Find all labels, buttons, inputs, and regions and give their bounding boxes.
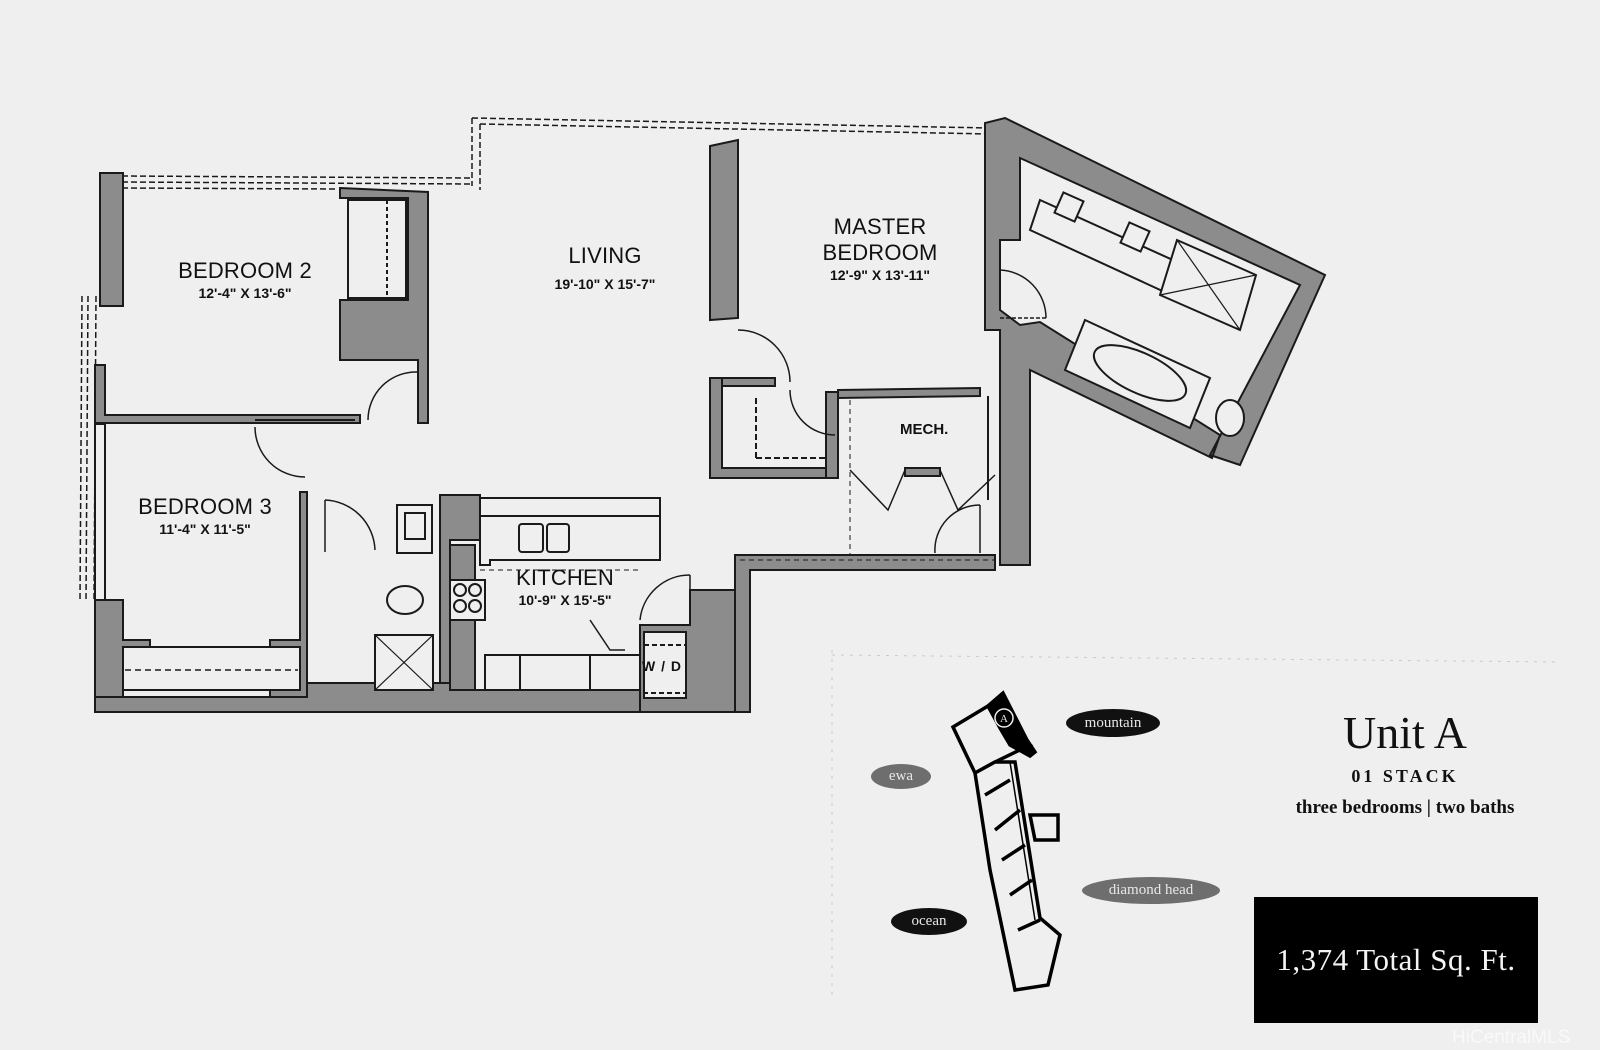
wall <box>734 554 996 713</box>
window-glazing <box>79 117 991 601</box>
wd-closet <box>643 631 687 699</box>
key-plan-building <box>950 690 1062 992</box>
wall <box>721 377 776 387</box>
unit-a-marker-circle <box>994 708 1014 728</box>
wall <box>709 138 739 322</box>
room-dimensions: 10'-9" X 15'-5" <box>518 592 612 608</box>
room-dimensions: 11'-4" X 11'-5" <box>159 521 251 537</box>
wall <box>904 467 941 477</box>
direction-ewa: ewa <box>871 764 931 789</box>
unit-description: three bedrooms | two baths <box>1295 797 1515 818</box>
room-dimensions: 19'-10" X 15'-7" <box>554 276 656 292</box>
lower-cabinets <box>484 654 641 691</box>
direction-diamond-head: diamond head <box>1082 877 1220 904</box>
room-name: BEDROOM 2 <box>178 258 312 283</box>
unit-stack: 01 STACK <box>1351 766 1459 786</box>
wall <box>94 364 361 424</box>
room-name-line1: MASTER <box>833 214 927 239</box>
room-name-line2: BEDROOM <box>822 240 938 265</box>
direction-mountain: mountain <box>1066 709 1160 737</box>
closet <box>735 392 825 466</box>
wall <box>837 386 981 400</box>
closet-shelf <box>347 199 407 299</box>
room-bedroom-2: BEDROOM 2 12'-4" X 13'-6" <box>150 258 340 302</box>
room-name: BEDROOM 3 <box>138 494 272 519</box>
room-bedroom-3: BEDROOM 3 11'-4" X 11'-5" <box>110 494 300 538</box>
room-living: LIVING 19'-10" X 15'-7" <box>520 243 690 293</box>
unit-a-marker-icon: A <box>1000 713 1008 725</box>
unit-title: Unit A <box>1343 707 1467 758</box>
room-name: KITCHEN <box>516 565 614 590</box>
door-swings <box>254 269 1047 651</box>
total-sqft-box: 1,374 Total Sq. Ft. <box>1254 897 1538 1023</box>
room-kitchen: KITCHEN 10'-9" X 15'-5" <box>490 565 640 609</box>
room-master-bedroom: MASTER BEDROOM 12'-9" X 13'-11" <box>795 214 965 284</box>
total-sqft: 1,374 Total Sq. Ft. <box>1276 942 1516 977</box>
bedroom3-closet <box>122 646 301 691</box>
sink <box>518 523 544 553</box>
room-dimensions: 12'-9" X 13'-11" <box>829 267 931 283</box>
direction-ocean: ocean <box>891 908 967 935</box>
mech-label: MECH. <box>900 421 949 438</box>
room-name: LIVING <box>568 243 642 268</box>
toilet <box>1215 399 1245 437</box>
room-dimensions: 12'-4" X 13'-6" <box>198 285 292 301</box>
washer-dryer-label: W / D <box>642 658 682 674</box>
watermark: HiCentralMLS <box>1452 1027 1571 1048</box>
wall <box>99 172 124 307</box>
wall <box>339 186 429 424</box>
bath2-toilet <box>386 585 424 615</box>
wall <box>94 423 106 601</box>
wall <box>984 116 1327 566</box>
